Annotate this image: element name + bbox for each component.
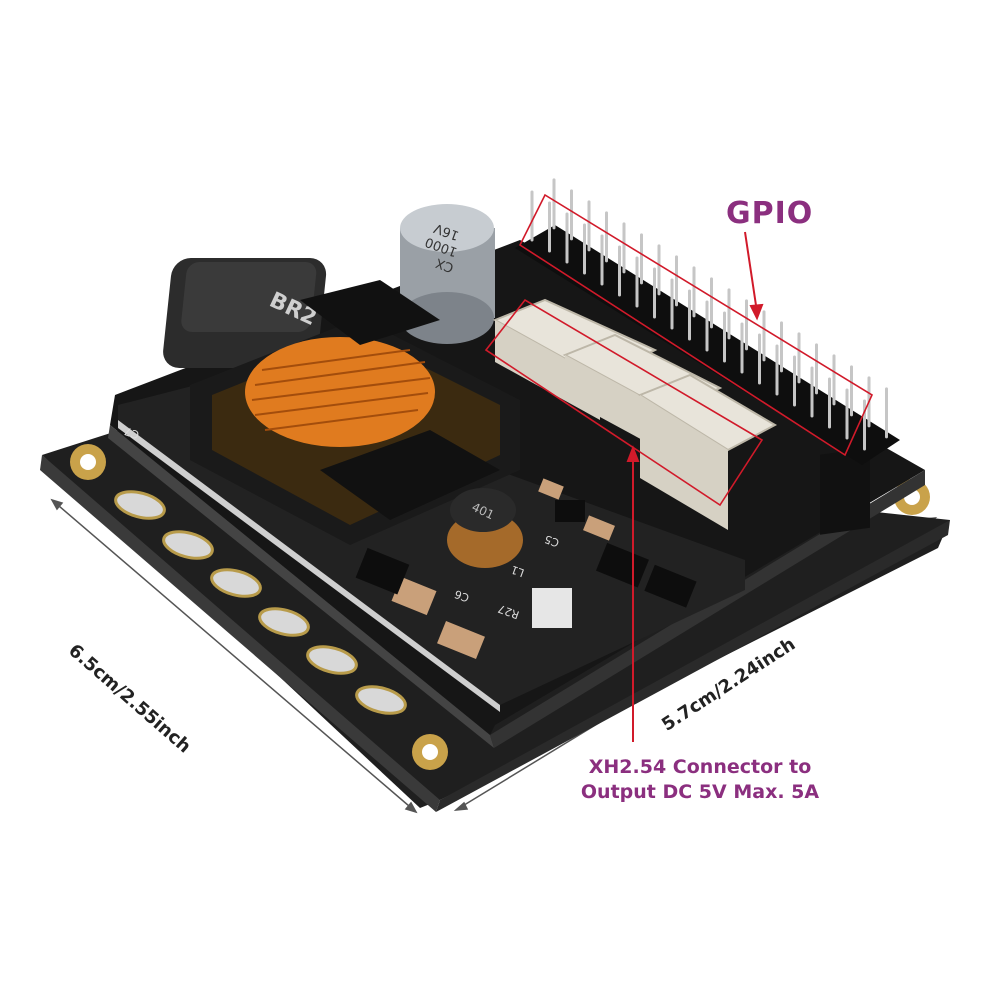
callout-arrows — [626, 231, 764, 742]
small-inductor: 401 — [447, 488, 523, 568]
mounting-holes — [70, 444, 930, 770]
svg-text:CX: CX — [434, 254, 456, 274]
svg-text:C5: C5 — [543, 532, 561, 549]
connector-callout-line2: Output DC 5V Max. 5A — [580, 781, 820, 803]
gpio-header — [515, 178, 900, 465]
svg-text:C6: C6 — [453, 587, 471, 604]
electrolytic-capacitor: CX 1000 16V — [400, 204, 495, 344]
gpio-callout: GPIO — [726, 196, 814, 231]
transformer — [190, 280, 520, 545]
svg-text:L1: L1 — [509, 563, 526, 580]
highlight-boxes — [484, 193, 874, 507]
large-inductor: BR2 — [163, 258, 327, 368]
svg-text:C7: C7 — [123, 424, 141, 441]
connector-callout-line1: XH2.54 Connector to — [588, 756, 812, 778]
side-switch — [820, 447, 870, 535]
smd-components — [355, 478, 697, 659]
edge-slots — [114, 490, 407, 715]
silkscreen-labels: C7 C6 R27 C5 L1 — [123, 424, 561, 621]
connector-callout: XH2.54 Connector to Output DC 5V Max. 5A — [545, 755, 855, 805]
